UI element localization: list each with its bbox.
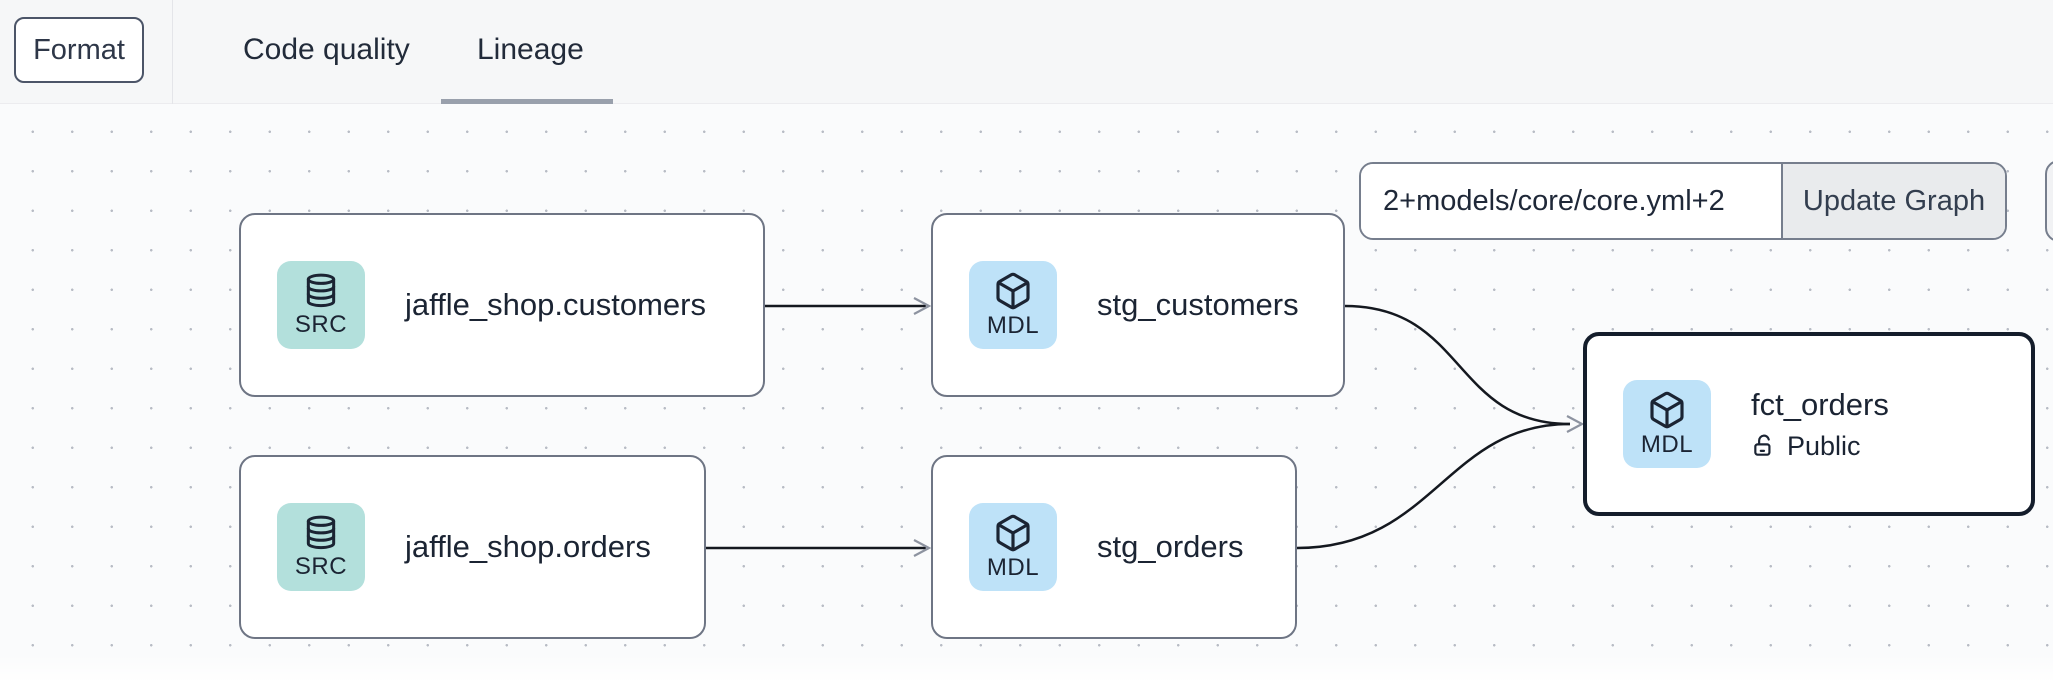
model-badge: MDL: [969, 261, 1057, 349]
unlock-icon: [1754, 434, 1771, 456]
edge-stg-customers-to-fct: [1344, 304, 1571, 426]
model-badge: MDL: [969, 503, 1057, 591]
header-divider: [172, 0, 173, 104]
source-badge: SRC: [277, 503, 365, 591]
badge-label: MDL: [1640, 430, 1694, 458]
clipped-button[interactable]: [2045, 160, 2053, 242]
box-icon: [1650, 391, 1684, 428]
tab-lineage[interactable]: Lineage: [477, 33, 584, 66]
access-label: Public: [1787, 430, 1861, 461]
node-jaffle-shop-customers[interactable]: SRC jaffle_shop.customers: [239, 213, 765, 397]
node-fct-orders[interactable]: MDL fct_orders Public: [1583, 332, 2035, 516]
database-icon: [306, 273, 336, 307]
format-button[interactable]: Format: [14, 17, 144, 83]
source-badge: SRC: [277, 261, 365, 349]
badge-label: MDL: [986, 311, 1040, 339]
toolbar-header: Format Code quality Lineage: [0, 0, 2053, 104]
selector-input[interactable]: [1361, 164, 1781, 238]
lineage-canvas[interactable]: SRC jaffle_shop.customers MDL stg_custom…: [0, 104, 2053, 680]
arrowhead-icon: [1566, 415, 1585, 433]
arrowhead-icon: [913, 539, 932, 557]
node-jaffle-shop-orders[interactable]: SRC jaffle_shop.orders: [239, 455, 706, 639]
arrowhead-icon: [913, 297, 932, 315]
box-icon: [996, 272, 1030, 309]
node-title: stg_orders: [1097, 529, 1244, 564]
edge-stg-orders-to-fct: [1296, 422, 1571, 550]
database-icon: [306, 515, 336, 549]
badge-label: SRC: [294, 552, 348, 580]
active-tab-underline: [441, 99, 613, 104]
tab-code-quality[interactable]: Code quality: [243, 33, 410, 66]
node-stg-customers[interactable]: MDL stg_customers: [931, 213, 1345, 397]
node-title: stg_customers: [1097, 287, 1299, 322]
lineage-edges: [706, 297, 1585, 557]
node-access-row: Public: [1751, 431, 1889, 462]
model-badge: MDL: [1623, 380, 1711, 468]
badge-label: MDL: [986, 553, 1040, 581]
node-stg-orders[interactable]: MDL stg_orders: [931, 455, 1297, 639]
update-graph-button[interactable]: Update Graph: [1781, 164, 2005, 238]
node-title: jaffle_shop.customers: [405, 287, 706, 322]
box-icon: [996, 514, 1030, 551]
badge-label: SRC: [294, 310, 348, 338]
graph-selector-group: Update Graph: [1359, 162, 2007, 240]
node-title: jaffle_shop.orders: [405, 529, 651, 564]
node-title: fct_orders: [1751, 386, 1889, 422]
